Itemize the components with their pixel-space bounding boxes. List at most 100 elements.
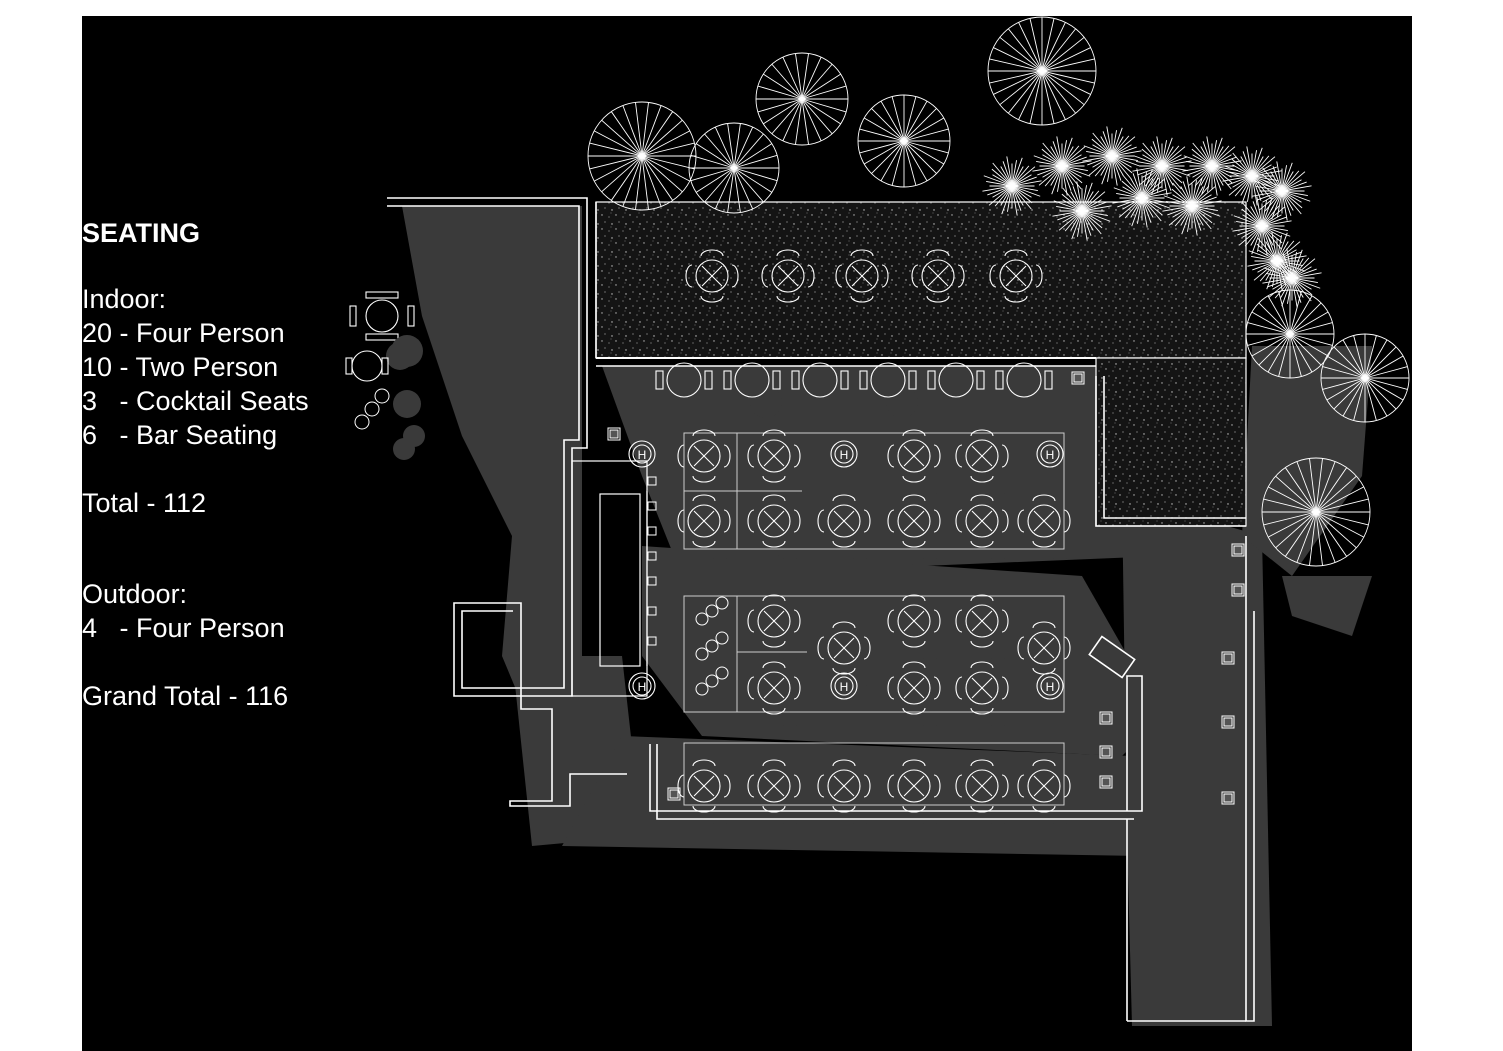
four-person-table: [817, 621, 871, 675]
four-person-table: [817, 494, 871, 548]
walls: [387, 197, 1255, 1022]
bar-stool: [647, 606, 657, 616]
planter: [1099, 775, 1113, 789]
two-person-table: [995, 362, 1053, 398]
svg-text:H: H: [1046, 680, 1055, 694]
tree: [1245, 289, 1335, 379]
bar-counter: [571, 460, 648, 697]
four-person-table: [887, 494, 941, 548]
h-table: H: [830, 440, 858, 468]
svg-text:H: H: [638, 448, 647, 462]
legend-title: SEATING: [82, 218, 201, 248]
two-person-table: [791, 362, 849, 398]
svg-text:H: H: [1046, 448, 1055, 462]
shrub: [1232, 196, 1292, 256]
planter: [1099, 745, 1113, 759]
outdoor-four-person-table: [989, 249, 1043, 303]
h-table: H: [628, 672, 656, 700]
shrub: [1052, 181, 1112, 241]
cocktail-seats-icon: [354, 388, 421, 430]
four-person-table: [677, 759, 731, 813]
planter: [1231, 583, 1245, 597]
planter: [667, 787, 681, 801]
bar-stool: [647, 501, 657, 511]
shrub: [982, 156, 1042, 216]
outdoor-four-person-tables: [685, 249, 1043, 303]
h-table: H: [1036, 440, 1064, 468]
h-table: H: [830, 672, 858, 700]
shrub: [1182, 136, 1242, 196]
outdoor-heading: Outdoor:: [82, 579, 188, 609]
four-person-table: [955, 429, 1009, 483]
shrub: [1082, 126, 1142, 186]
shrub: [1162, 176, 1222, 236]
four-person-table: [955, 759, 1009, 813]
four-person-table: [747, 429, 801, 483]
two-person-tables: H H H H H H: [628, 362, 1064, 700]
bar-stool: [647, 636, 657, 646]
shrub: [1252, 161, 1312, 221]
grand-total: Grand Total - 116: [82, 681, 289, 711]
four-person-table: [887, 594, 941, 648]
two-person-table: [859, 362, 917, 398]
four-person-table: [955, 594, 1009, 648]
tree: [587, 101, 697, 211]
planters: [607, 371, 1245, 805]
cocktail-seat-set: [695, 596, 729, 626]
outdoor-patio: [595, 201, 1247, 527]
planter: [1231, 543, 1245, 557]
shrub: [1132, 136, 1192, 196]
indoor-four-person-tables: [677, 429, 1071, 813]
two-person-table-icon: [345, 335, 423, 382]
svg-text:H: H: [840, 448, 849, 462]
planter: [1099, 711, 1113, 725]
planter: [1071, 371, 1085, 385]
four-person-table: [887, 661, 941, 715]
two-person-table: [655, 362, 713, 398]
shrub: [1112, 168, 1172, 228]
bar-stools: [647, 476, 657, 646]
svg-text:H: H: [638, 680, 647, 694]
tree: [857, 94, 951, 188]
legend-item-bar: 6 - Bar Seating: [82, 420, 278, 450]
outdoor-four-person-table: [685, 249, 739, 303]
outdoor-four-person-table: [761, 249, 815, 303]
shrub: [1262, 248, 1322, 308]
h-table: H: [1036, 672, 1064, 700]
four-person-table: [677, 494, 731, 548]
tree: [987, 16, 1097, 126]
shrub: [1032, 136, 1092, 196]
four-person-table: [817, 759, 871, 813]
two-person-table: [723, 362, 781, 398]
planter: [1221, 791, 1235, 805]
shrub: [1222, 146, 1282, 206]
two-person-table: [927, 362, 985, 398]
outdoor-four-person-table: [835, 249, 889, 303]
legend-item-outdoor-four-person: 4 - Four Person: [82, 613, 285, 643]
cocktail-seat-set: [695, 631, 729, 661]
four-person-table: [955, 661, 1009, 715]
floor-plan: H H H H H H: [345, 16, 1410, 1026]
planter: [1221, 651, 1235, 665]
four-person-table: [1017, 494, 1071, 548]
four-person-table: [887, 759, 941, 813]
bar-stool: [647, 476, 657, 486]
four-person-table: [747, 594, 801, 648]
four-person-table: [747, 494, 801, 548]
trees: [587, 16, 1410, 567]
indoor-total: Total - 112: [82, 488, 207, 518]
tree: [688, 122, 780, 214]
legend-item-cocktail: 3 - Cocktail Seats: [82, 386, 309, 416]
tree: [1320, 333, 1410, 423]
four-person-table: [747, 759, 801, 813]
planter: [607, 427, 621, 441]
booth-panels: [683, 432, 1065, 806]
tree: [1261, 457, 1371, 567]
four-person-table: [1017, 759, 1071, 813]
planter: [1221, 715, 1235, 729]
four-person-table: [677, 429, 731, 483]
indoor-heading: Indoor:: [82, 284, 167, 314]
bar-stool: [647, 551, 657, 561]
four-person-table: [955, 494, 1009, 548]
h-table: H: [628, 440, 656, 468]
